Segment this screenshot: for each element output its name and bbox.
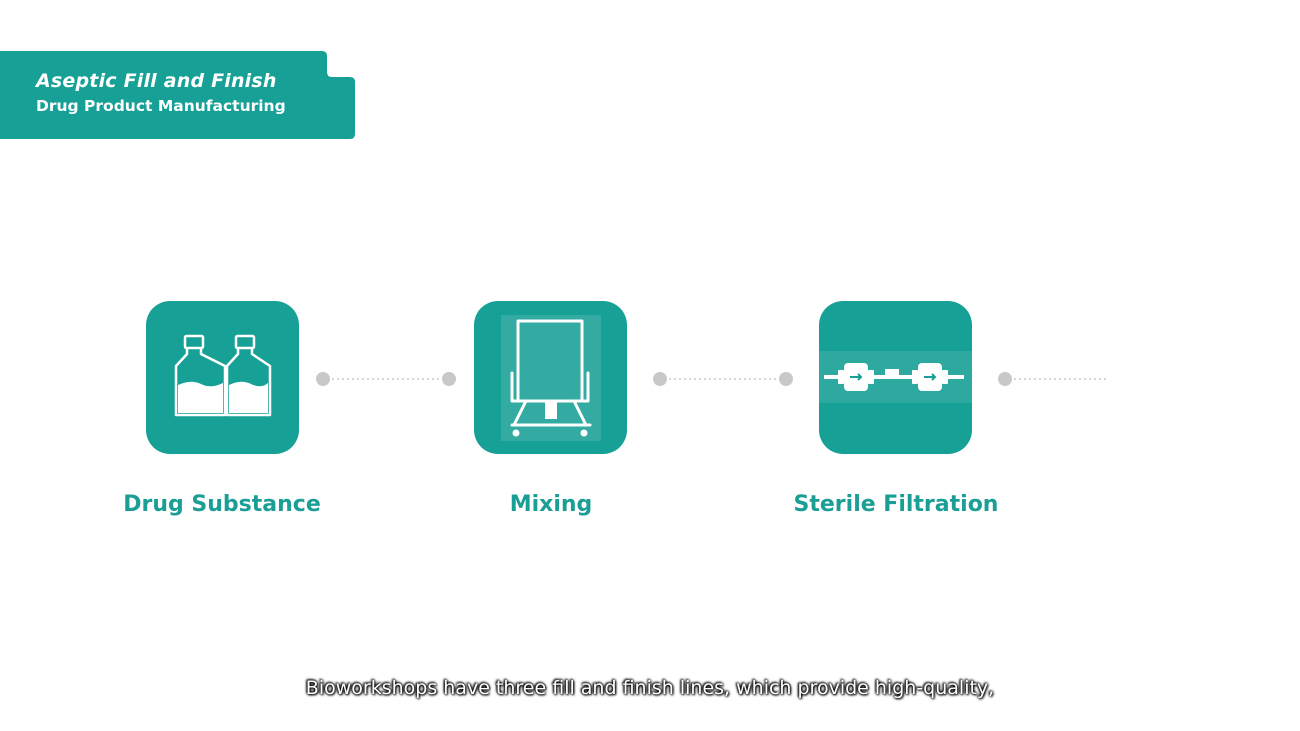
connector-2 — [651, 370, 795, 388]
step-label-drug-substance: Drug Substance — [123, 492, 321, 517]
connector-3 — [996, 370, 1106, 388]
header-subtitle: Drug Product Manufacturing — [36, 97, 286, 115]
video-caption: Bioworkshops have three fill and finish … — [305, 677, 995, 699]
header-banner — [0, 51, 355, 139]
bottles-icon — [174, 334, 272, 417]
step-label-mixing: Mixing — [509, 492, 593, 517]
header-banner-shape — [0, 51, 355, 139]
step-tile-mixing — [474, 301, 627, 454]
connector-1 — [314, 370, 458, 388]
mixing-tank-icon — [501, 315, 601, 441]
filter-capsules-icon — [819, 351, 972, 403]
step-tile-drug-substance — [146, 301, 299, 454]
step-label-sterile-filtration: Sterile Filtration — [793, 492, 999, 517]
step-tile-sterile-filtration — [819, 301, 972, 454]
header-title: Aseptic Fill and Finish — [36, 70, 277, 92]
